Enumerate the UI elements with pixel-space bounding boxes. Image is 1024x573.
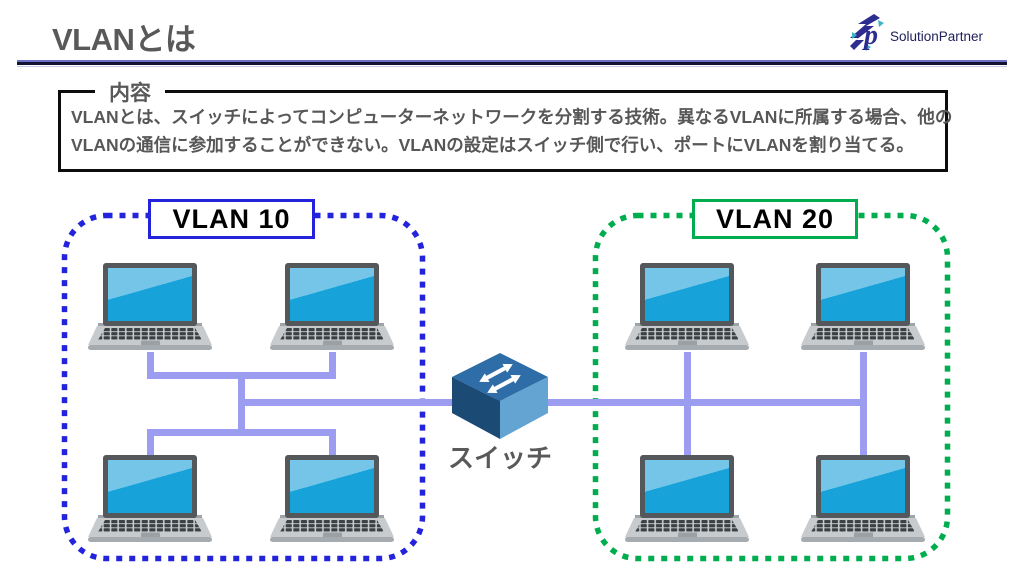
laptop-icon xyxy=(625,454,749,545)
laptop-icon xyxy=(625,262,749,353)
header-divider xyxy=(17,60,1007,67)
laptop-icon xyxy=(801,262,925,353)
logo-icon: p SolutionPartner xyxy=(850,14,984,51)
cable-vlan20-drop-left xyxy=(683,352,691,456)
cable-vlan10-bottom-connector xyxy=(146,429,336,436)
summary-box: 内容 VLANとは、スイッチによってコンピューターネットワークを分割する技術。異… xyxy=(58,77,953,172)
cable-vlan10-stub-top-left xyxy=(146,352,154,379)
switch-icon xyxy=(450,351,550,441)
cable-vlan10-stub-bottom-right xyxy=(328,429,336,457)
laptop-icon xyxy=(88,262,212,353)
cable-vlan10-stub-top-right xyxy=(328,352,336,379)
cable-vlan20-drop-right xyxy=(859,352,867,456)
summary-line-2: VLANの通信に参加することができない。VLANの設定はスイッチ側で行い、ポート… xyxy=(71,135,914,155)
vlan20-label: VLAN 20 xyxy=(692,199,858,239)
vlan10-region-border xyxy=(61,212,426,562)
switch-label: スイッチ xyxy=(447,443,552,473)
summary-line-1: VLANとは、スイッチによってコンピューターネットワークを分割する技術。異なるV… xyxy=(71,107,953,127)
company-logo: p SolutionPartner xyxy=(844,10,1004,56)
laptop-icon xyxy=(801,454,925,545)
page-title: VLANとは xyxy=(52,22,196,57)
cable-main-bus xyxy=(237,399,864,406)
logo-text: SolutionPartner xyxy=(890,29,984,44)
summary-text: VLANとは、スイッチによってコンピューターネットワークを分割する技術。異なるV… xyxy=(71,103,953,159)
vlan10-label: VLAN 10 xyxy=(148,199,315,239)
cable-vlan10-stub-bottom-left xyxy=(146,429,154,457)
laptop-icon xyxy=(270,454,394,545)
laptop-icon xyxy=(270,262,394,353)
summary-legend: 内容 xyxy=(95,77,165,107)
svg-text:p: p xyxy=(862,20,878,51)
laptop-icon xyxy=(88,454,212,545)
